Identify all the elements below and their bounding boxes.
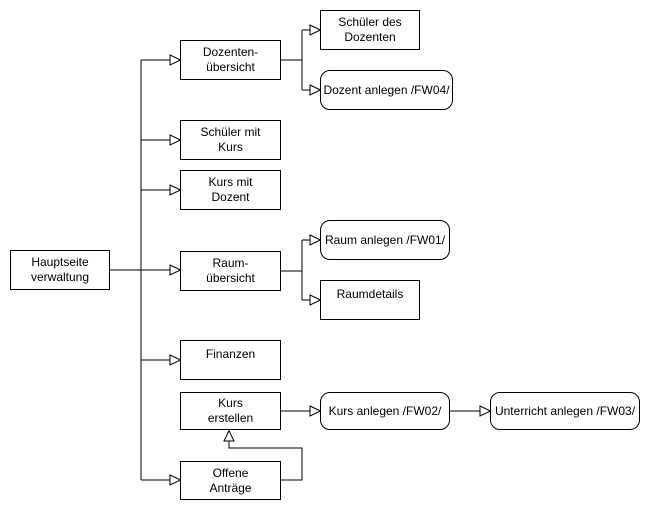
node-label: Raum- übersicht — [206, 256, 255, 285]
node-unterricht-anlegen-fw03[interactable]: Unterricht anlegen /FW03/ — [490, 392, 640, 430]
node-label: Unterricht anlegen /FW03/ — [494, 403, 636, 418]
connector-raum-branch-stem — [281, 240, 303, 300]
node-label: Finanzen — [205, 347, 256, 361]
node-kurs-mit-dozent[interactable]: Kurs mit Dozent — [180, 170, 281, 210]
node-label: Kurs anlegen /FW02/ — [328, 403, 442, 418]
node-label: Dozenten- übersicht — [202, 45, 259, 74]
node-label: Kurs mit Dozent — [208, 175, 253, 204]
node-kurs-erstellen[interactable]: Kurs erstellen — [180, 392, 281, 430]
node-label: Kurs erstellen — [207, 396, 254, 425]
node-label: Offene Anträge — [209, 465, 252, 495]
node-label: Dozent anlegen /FW04/ — [323, 82, 450, 97]
node-schueler-mit-kurs[interactable]: Schüler mit Kurs — [180, 120, 281, 160]
node-dozenten-uebersicht[interactable]: Dozenten- übersicht — [180, 40, 281, 80]
node-raum-anlegen-fw01[interactable]: Raum anlegen /FW01/ — [320, 220, 450, 260]
node-label: Raum anlegen /FW01/ — [324, 232, 446, 247]
node-dozent-anlegen-fw04[interactable]: Dozent anlegen /FW04/ — [320, 70, 453, 110]
node-hauptseite-verwaltung[interactable]: Hauptseite verwaltung — [10, 250, 110, 290]
node-raumdetails[interactable]: Raumdetails — [320, 280, 420, 320]
node-raum-uebersicht[interactable]: Raum- übersicht — [180, 251, 281, 291]
connector-dozenten-branch-stem — [281, 30, 303, 90]
node-schueler-des-dozenten[interactable]: Schüler des Dozenten — [320, 10, 420, 50]
node-kurs-anlegen-fw02[interactable]: Kurs anlegen /FW02/ — [320, 392, 450, 430]
node-label: Raumdetails — [336, 287, 404, 301]
node-label: Hauptseite verwaltung — [30, 255, 90, 284]
node-label: Schüler mit Kurs — [200, 125, 261, 154]
node-label: Schüler des Dozenten — [338, 15, 402, 44]
node-offene-antraege[interactable]: Offene Anträge — [180, 461, 281, 500]
node-finanzen[interactable]: Finanzen — [180, 340, 281, 380]
